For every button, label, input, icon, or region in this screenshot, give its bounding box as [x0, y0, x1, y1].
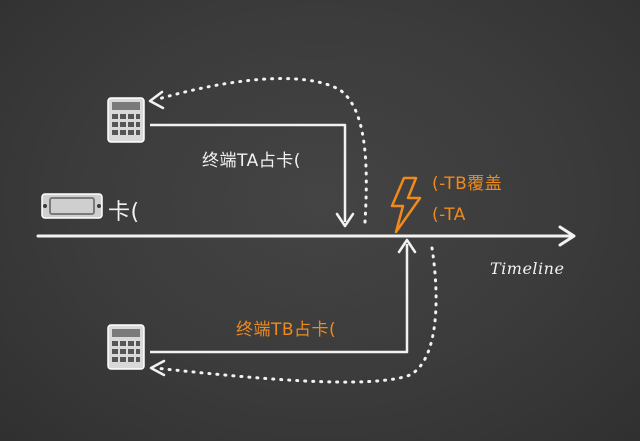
timeline-arrow — [36, 225, 576, 247]
ta-write-arrow — [150, 123, 355, 228]
card-label: 卡( — [108, 200, 140, 225]
card-icon — [41, 193, 103, 219]
terminal-top-icon — [107, 97, 145, 143]
lightning-bolt-icon — [390, 176, 422, 234]
tb-write-arrow — [150, 238, 417, 354]
terminal-bottom-icon — [107, 324, 145, 370]
ta-write-label: 终端TA占卡( — [202, 151, 301, 171]
tb-dotted-return — [149, 246, 438, 384]
override-ta-label: (-TA — [432, 205, 466, 225]
ta-dotted-return — [148, 77, 368, 224]
timeline-label: Timeline — [490, 259, 565, 278]
tb-write-label: 终端TB占卡( — [236, 320, 337, 340]
override-tb-label: (-TB覆盖 — [432, 174, 503, 194]
